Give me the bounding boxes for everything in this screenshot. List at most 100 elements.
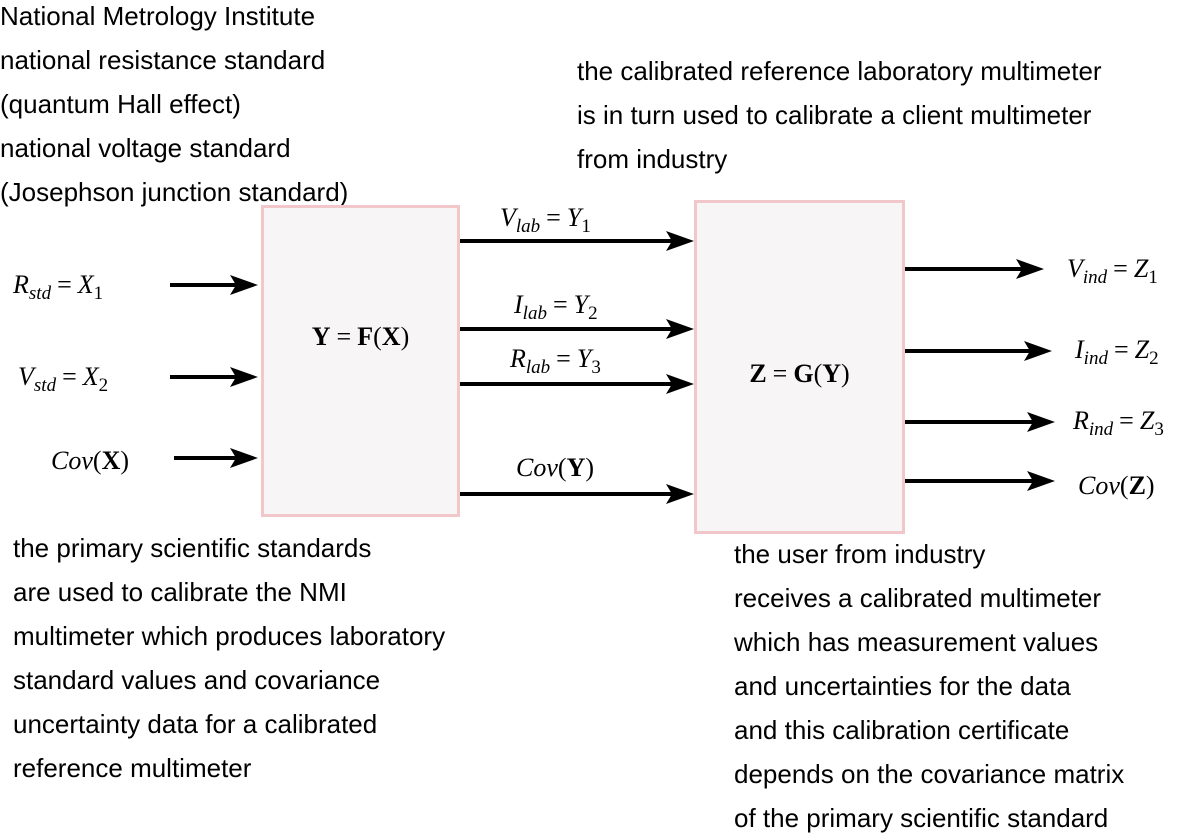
lab-arrow-i (460, 319, 694, 339)
ind-arrow-i (905, 341, 1052, 361)
v-std-label: Vstd=X2 (18, 362, 108, 395)
reference-note-line: from industry (577, 144, 728, 174)
equals-symbol: = (57, 270, 72, 299)
open-paren: ( (92, 446, 102, 475)
close-paren: ) (585, 453, 595, 482)
user-note: the user from industry receives a calibr… (734, 532, 1124, 838)
input-arrow-v-std (170, 367, 258, 387)
v-lab-label: Vlab=Y1 (500, 203, 591, 236)
equals-symbol: = (556, 344, 571, 373)
nmi-note-line: National Metrology Institute (0, 1, 316, 31)
user-note-line: which has measurement values (734, 627, 1099, 657)
rhs: X (77, 270, 94, 299)
input-arrow-r-std (170, 275, 258, 295)
r-lab-label: Rlab=Y3 (510, 344, 601, 377)
close-paren: ) (1145, 471, 1155, 500)
rhs: Z (1133, 254, 1149, 283)
index: 2 (98, 375, 109, 396)
rhs: Y (566, 203, 582, 232)
r-std-label: Rstd=X1 (13, 270, 103, 303)
primary-note-line: multimeter which produces laboratory (13, 621, 446, 651)
var: R (1073, 406, 1089, 435)
x-symbol: X (381, 322, 401, 351)
user-note-line: of the primary scientific standard (734, 803, 1109, 833)
g-symbol: G (793, 359, 814, 388)
var: R (13, 270, 29, 299)
user-note-line: receives a calibrated multimeter (734, 583, 1102, 613)
equals-symbol: = (552, 290, 568, 319)
reference-note-line: is in turn used to calibrate a client mu… (577, 100, 1092, 130)
subscript: lab (522, 303, 547, 324)
y-symbol: Y (311, 322, 331, 351)
var: V (1067, 254, 1083, 283)
index: 2 (1149, 348, 1159, 369)
var: V (18, 362, 34, 391)
cov-fn: Cov (516, 453, 558, 482)
f-symbol: F (357, 322, 374, 351)
primary-standards-note: the primary scientific standards are use… (13, 526, 445, 790)
y-symbol: Y (822, 359, 842, 388)
equals-symbol: = (1119, 406, 1134, 435)
nmi-note-line: national voltage standard (0, 133, 291, 163)
cov-y-label: Cov(Y) (516, 453, 594, 483)
cov-fn: Cov (1078, 471, 1120, 500)
nmi-note-line: (quantum Hall effect) (0, 89, 241, 119)
nmi-calibration-box: Y=F(X) (261, 205, 460, 517)
lab-arrow-v (460, 231, 694, 251)
lab-arrow-cov (460, 484, 694, 504)
primary-note-line: reference multimeter (13, 753, 252, 783)
open-paren: ( (557, 453, 567, 482)
index: 1 (581, 216, 591, 237)
equals-symbol: = (772, 359, 788, 388)
r-ind-label: Rind=Z3 (1073, 406, 1164, 439)
var: R (510, 344, 526, 373)
var: I (514, 290, 523, 319)
i-ind-label: Iind=Z2 (1075, 335, 1159, 368)
reference-note-line: the calibrated reference laboratory mult… (577, 56, 1102, 86)
industry-calibration-box: Z=G(Y) (694, 200, 905, 534)
subscript: ind (1082, 267, 1108, 288)
subscript: ind (1088, 419, 1114, 440)
nmi-note-line: national resistance standard (0, 45, 326, 75)
subscript: std (28, 283, 52, 304)
index: 2 (588, 303, 598, 324)
equals-symbol: = (62, 362, 77, 391)
close-paren: ) (841, 359, 850, 388)
rhs: Y (573, 290, 589, 319)
var: I (1075, 335, 1084, 364)
subscript: lab (515, 216, 541, 237)
primary-note-line: the primary scientific standards (13, 533, 372, 563)
subscript: std (33, 375, 57, 396)
equals-symbol: = (1113, 254, 1128, 283)
ind-arrow-cov (905, 471, 1055, 491)
open-paren: ( (813, 359, 823, 388)
cov-z-label: Cov(Z) (1078, 471, 1155, 501)
index: 3 (591, 357, 601, 378)
cov-x-label: Cov(X) (51, 446, 129, 476)
box-f-equation: Y=F(X) (264, 322, 457, 352)
rhs: Z (1134, 335, 1150, 364)
ind-arrow-v (905, 259, 1044, 279)
index: 3 (1154, 419, 1164, 440)
rhs: X (82, 362, 99, 391)
reference-note: the calibrated reference laboratory mult… (577, 49, 1102, 181)
v-ind-label: Vind=Z1 (1067, 254, 1158, 287)
rhs: Y (576, 344, 592, 373)
index: 1 (93, 283, 104, 304)
arg: X (101, 446, 121, 475)
nmi-note: National Metrology Institute national re… (0, 0, 348, 214)
subscript: lab (525, 357, 551, 378)
nmi-note-line: (Josephson junction standard) (0, 177, 349, 207)
user-note-line: and this calibration certificate (734, 715, 1070, 745)
close-paren: ) (120, 446, 130, 475)
box-g-equation: Z=G(Y) (697, 359, 902, 389)
primary-note-line: uncertainty data for a calibrated (13, 709, 378, 739)
user-note-line: depends on the covariance matrix (734, 759, 1125, 789)
var: V (500, 203, 516, 232)
open-paren: ( (373, 322, 382, 351)
equals-symbol: = (1113, 335, 1129, 364)
open-paren: ( (1119, 471, 1129, 500)
ind-arrow-r (905, 412, 1055, 432)
